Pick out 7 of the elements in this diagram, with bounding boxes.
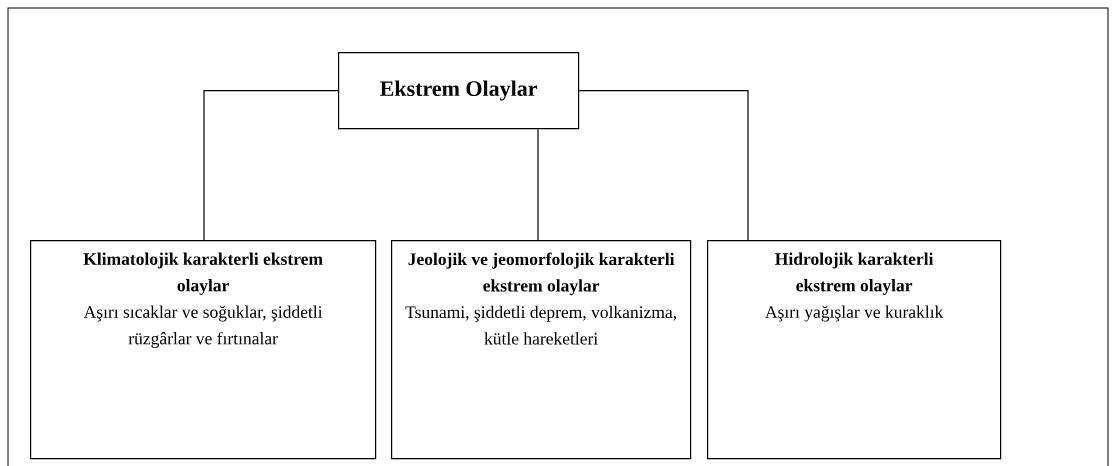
box: Klimatolojik karakterli ekstrem olaylar Aşırı sıcaklar ve soğuklar, şiddetli rüzgârlar ve fırtınalar [30,240,377,460]
connector-line [578,90,749,241]
connector-line [203,90,339,241]
connector-line [537,128,539,241]
box: Hidrolojik karakterli ekstrem olaylar Aşırı yağışlar ve kuraklık [707,240,1002,460]
box: Ekstrem Olaylar [338,52,580,130]
box: Jeolojik ve jeomorfolojik karakterli ekstrem olaylar Tsunami, şiddetli deprem, volkanizma, kütle hareketleri [391,240,692,460]
